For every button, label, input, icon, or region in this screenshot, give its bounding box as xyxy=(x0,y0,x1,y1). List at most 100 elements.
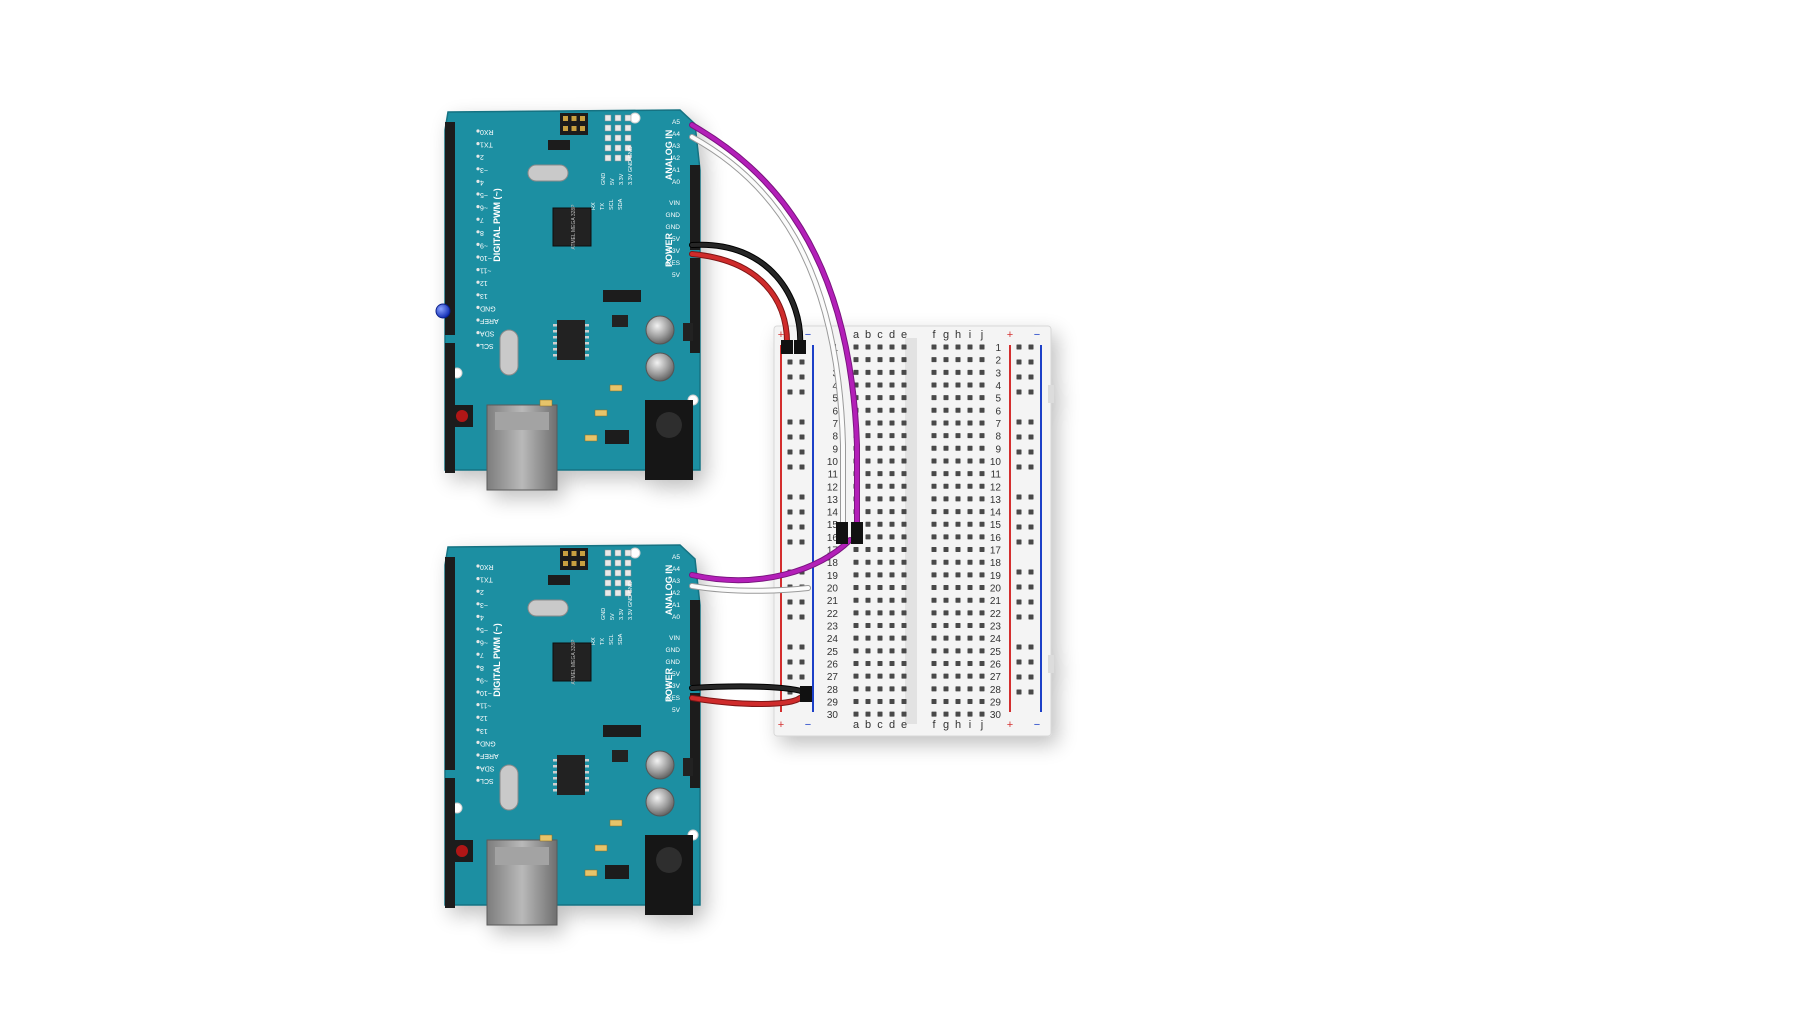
analog-pin-label: A1 xyxy=(672,602,680,609)
rail-hole xyxy=(787,509,793,515)
wire-end-connector xyxy=(800,686,812,702)
breadboard-hole xyxy=(901,698,907,704)
breadboard-hole xyxy=(943,458,949,464)
breadboard-hole xyxy=(877,382,883,388)
digital-pin-label: ~9 xyxy=(480,241,488,248)
breadboard-hole xyxy=(931,458,937,464)
breadboard-hole xyxy=(865,395,871,401)
row-number-left: 22 xyxy=(827,609,839,620)
breadboard-hole xyxy=(955,471,961,477)
breadboard-hole xyxy=(865,357,871,363)
row-number-right: 20 xyxy=(990,584,1002,595)
breadboard-hole xyxy=(943,483,949,489)
digital-pin-label: 13 xyxy=(480,727,488,734)
breadboard-hole xyxy=(889,521,895,527)
rail-hole xyxy=(787,659,793,665)
breadboard-hole xyxy=(877,471,883,477)
voltage-regulator xyxy=(683,758,693,776)
breadboard-hole xyxy=(955,635,961,641)
i2c-label: TX xyxy=(600,638,606,645)
breadboard-hole xyxy=(865,585,871,591)
breadboard-hole xyxy=(853,673,859,679)
breadboard-hole xyxy=(889,433,895,439)
breadboard-hole xyxy=(901,521,907,527)
rail-hole xyxy=(1028,569,1034,575)
breadboard-hole xyxy=(865,686,871,692)
breadboard-hole xyxy=(901,420,907,426)
breadboard-hole xyxy=(865,597,871,603)
breadboard-hole xyxy=(889,458,895,464)
breadboard-hole xyxy=(865,433,871,439)
breadboard-hole xyxy=(979,673,985,679)
breadboard-hole xyxy=(853,585,859,591)
row-number-right: 16 xyxy=(990,533,1002,544)
rail-hole xyxy=(1028,689,1034,695)
row-number-left: 16 xyxy=(827,533,839,544)
breadboard-hole xyxy=(877,585,883,591)
column-letter-top: g xyxy=(943,329,949,341)
breadboard-hole xyxy=(979,585,985,591)
rail-hole xyxy=(799,494,805,500)
breadboard-hole xyxy=(889,597,895,603)
capacitor xyxy=(645,315,675,345)
breadboard-hole xyxy=(853,597,859,603)
breadboard-hole xyxy=(967,711,973,717)
rail-hole xyxy=(1016,434,1022,440)
breadboard-hole xyxy=(877,686,883,692)
rail-hole xyxy=(1028,359,1034,365)
breadboard-hole xyxy=(889,496,895,502)
breadboard-hole xyxy=(865,559,871,565)
rail-hole xyxy=(1016,359,1022,365)
rail-hole xyxy=(799,419,805,425)
row-number-right: 6 xyxy=(995,406,1001,417)
breadboard-hole xyxy=(979,344,985,350)
reset-button-cap xyxy=(456,845,468,857)
breadboard-hole xyxy=(943,496,949,502)
i2c-label: SCL xyxy=(609,199,615,210)
rail-hole xyxy=(1016,539,1022,545)
rail-hole xyxy=(799,539,805,545)
rail-hole xyxy=(799,524,805,530)
breadboard-hole xyxy=(931,471,937,477)
breadboard-hole xyxy=(889,673,895,679)
row-number-right: 26 xyxy=(990,660,1002,671)
icsp-pin xyxy=(563,561,568,566)
breadboard-hole xyxy=(955,673,961,679)
breadboard-hole xyxy=(865,369,871,375)
rail-hole xyxy=(787,674,793,680)
breadboard-hole xyxy=(901,559,907,565)
breadboard-hole xyxy=(901,648,907,654)
regulator xyxy=(612,750,628,762)
ic-leg xyxy=(553,777,557,780)
breadboard-hole xyxy=(889,395,895,401)
breadboard-hole xyxy=(967,559,973,565)
analog-in-label: ANALOG IN xyxy=(664,130,674,181)
header-pin xyxy=(604,549,612,557)
smd-component xyxy=(609,819,623,827)
breadboard-hole xyxy=(967,483,973,489)
breadboard-hole xyxy=(889,635,895,641)
left-bottom-plus-label: + xyxy=(778,719,784,731)
breadboard-hole xyxy=(865,572,871,578)
breadboard-hole xyxy=(901,395,907,401)
breadboard-hole xyxy=(865,496,871,502)
digital-pwm-label: DIGITAL PWM (~) xyxy=(492,623,502,696)
breadboard-hole xyxy=(901,686,907,692)
breadboard-hole xyxy=(889,648,895,654)
breadboard-hole xyxy=(955,698,961,704)
ic-leg xyxy=(585,771,589,774)
pin-pad xyxy=(476,614,480,619)
breadboard-hole xyxy=(853,572,859,578)
header-pin xyxy=(604,154,612,162)
breadboard-hole xyxy=(955,572,961,578)
breadboard-hole xyxy=(967,369,973,375)
breadboard-hole xyxy=(877,433,883,439)
rail-hole xyxy=(799,599,805,605)
column-letter-top: a xyxy=(853,329,860,341)
breadboard-hole xyxy=(877,610,883,616)
breadboard-hole xyxy=(877,711,883,717)
row-number-right: 23 xyxy=(990,622,1002,633)
row-number-right: 17 xyxy=(990,546,1002,557)
